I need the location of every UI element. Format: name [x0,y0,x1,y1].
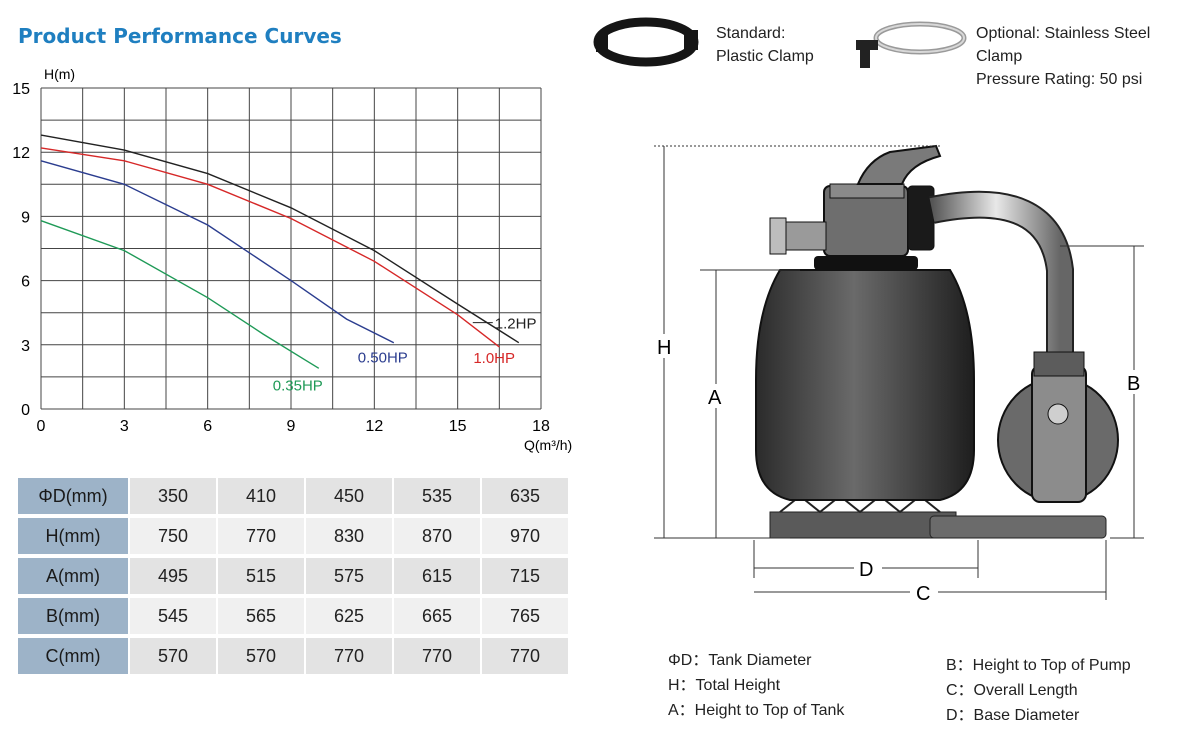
dim-label-h: H [657,337,671,359]
series-label: 0.50HP [358,350,408,367]
table-cell: 570 [130,638,216,678]
legend-item: C：Overall Length [946,682,1078,699]
x-tick-label: 12 [365,418,383,435]
legend-item: B：Height to Top of Pump [946,657,1131,674]
table-cell: 450 [306,478,392,518]
table-cell: 495 [130,558,216,598]
table-cell: 535 [394,478,480,518]
table-cell: 625 [306,598,392,638]
series-line [40,160,395,344]
standard-clamp-text: Standard: Plastic Clamp [716,22,814,68]
table-cell: 770 [394,638,480,678]
x-tick-label: 3 [120,418,129,435]
table-cell: 635 [482,478,568,518]
table-cell: 570 [218,638,304,678]
legend-item: A：Height to Top of Tank [668,702,845,719]
table-cell: 830 [306,518,392,558]
table-cell: 575 [306,558,392,598]
optional-clamp-text: Optional: Stainless Steel Clamp Pressure… [976,22,1200,91]
chart-ticks: 0 3 6 9 12 15 18 0 3 6 9 12 15 [12,81,550,435]
y-axis-label: H(m) [44,66,75,82]
row-header: ΦD(mm) [18,478,128,518]
table-cell: 770 [218,518,304,558]
clamp-lug-left-icon [596,34,608,52]
series-line [40,134,520,344]
filter-pump [997,351,1119,503]
table-cell: 750 [130,518,216,558]
legend-item: ΦD：Tank Diameter [668,652,812,669]
tank-collar [814,256,918,270]
row-header: A(mm) [18,558,128,598]
dim-label-d: D [859,559,873,581]
series-label: 1.0HP [473,350,515,367]
filter-diagram: H A B D C [654,144,1146,605]
x-tick-label: 18 [532,418,550,435]
y-tick-label: 6 [21,274,30,291]
legend-right: B：Height to Top of Pump C：Overall Length… [946,653,1131,728]
table-cell: 770 [482,638,568,678]
standard-clamp-line2: Plastic Clamp [716,48,814,65]
dim-label-c: C [916,583,930,605]
x-tick-label: 6 [203,418,212,435]
table-cell: 515 [218,558,304,598]
row-header: B(mm) [18,598,128,638]
y-tick-label: 0 [21,402,30,419]
dim-label-b: B [1127,373,1140,395]
row-header: H(mm) [18,518,128,558]
table-cell: 565 [218,598,304,638]
legend-item: H：Total Height [668,677,781,694]
performance-chart: 0 3 6 9 12 15 18 0 3 6 9 12 15 1.2HP 1.0HP 0.50HP 0.35H… [12,66,572,453]
legend-left: ΦD：Tank Diameter H：Total Height A：Height… [668,648,844,723]
filter-tank [755,269,975,501]
table-cell: 970 [482,518,568,558]
tank-base [769,494,1107,539]
page-title: Product Performance Curves [18,24,342,48]
table-cell: 410 [218,478,304,518]
table-cell: 765 [482,598,568,638]
table-cell: 615 [394,558,480,598]
standard-clamp-line1: Standard: [716,25,786,42]
plastic-clamp-image [593,17,699,67]
chart-grid [40,87,542,410]
y-tick-label: 3 [21,338,30,355]
dim-label-a: A [708,387,722,409]
series-line [40,220,320,369]
table-cell: 715 [482,558,568,598]
table-cell: 350 [130,478,216,518]
x-tick-label: 15 [449,418,467,435]
row-header: C(mm) [18,638,128,678]
optional-clamp-line1: Optional: Stainless Steel Clamp [976,25,1151,65]
series-label: 0.35HP [273,377,323,394]
optional-clamp-line2: Pressure Rating: 50 psi [976,71,1143,88]
clamp-lug-right-icon [684,30,698,50]
table-cell: 770 [306,638,392,678]
series-label: 1.2HP [495,316,537,333]
x-tick-label: 0 [37,418,46,435]
legend-item: D：Base Diameter [946,707,1080,724]
y-tick-label: 9 [21,209,30,226]
y-tick-label: 12 [12,145,30,162]
multiport-valve [769,144,942,257]
stainless-clamp-image [856,21,967,68]
table-cell: 870 [394,518,480,558]
x-tick-label: 9 [287,418,296,435]
x-axis-label: Q(m³/h) [524,437,572,453]
chart-curves: 1.2HP 1.0HP 0.50HP 0.35HP [40,134,537,394]
valve-handle-icon [856,144,942,185]
table-cell: 665 [394,598,480,638]
y-tick-label: 15 [12,81,30,98]
table-cell: 545 [130,598,216,638]
series-line [40,147,500,348]
